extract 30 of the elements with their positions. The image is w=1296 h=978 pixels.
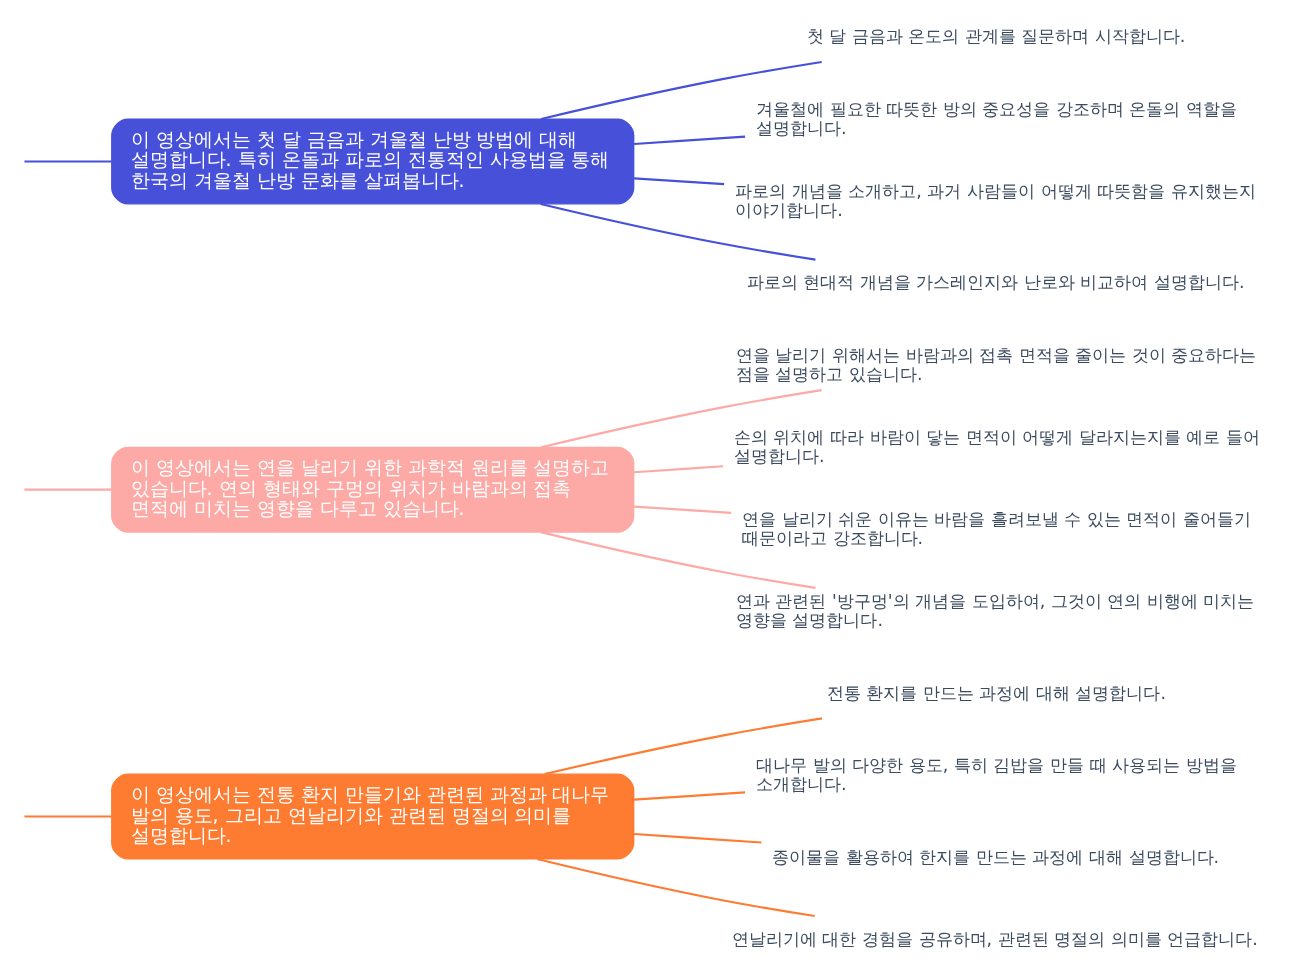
connector	[633, 832, 762, 844]
connector	[24, 488, 112, 491]
node-text: 대나무 발의 다양한 용도, 특히 김밥을 만들 때 사용되는 방법을 소개합니다.	[756, 755, 1237, 795]
node-text: 겨울철에 필요한 따뜻한 방의 중요성을 강조하며 온돌의 역할을 설명합니다.	[756, 98, 1237, 138]
connector	[536, 857, 815, 918]
node-text: 연과 관련된 '방구멍'의 개념을 도입하여, 그것이 연의 비행에 미치는 영향을 설명합니다.	[735, 591, 1255, 631]
node-text: 연날리기에 대한 경험을 공유하며, 관련된 명절의 의미를 언급합니다.	[731, 928, 1258, 949]
connector	[540, 531, 816, 589]
node-text: 연을 날리기 쉬운 이유는 바람을 흘려보낼 수 있는 면적이 줄어들기 때문이라고 강조합니다.	[741, 509, 1251, 549]
node-box: 이 영상에서는 전통 환지 만들기와 관련된 과정과 대나무 발의 용도, 그리고 연날리기와 관련된 명절의 의미를 설명합니다.	[111, 773, 635, 860]
connector	[633, 505, 732, 514]
connector	[633, 465, 724, 474]
connector	[540, 60, 822, 121]
node-text: 파로의 현대적 개념을 가스레인지와 난로와 비교하여 설명합니다.	[746, 272, 1245, 293]
node-text: 전통 환지를 만드는 과정에 대해 설명합니다.	[826, 682, 1167, 703]
connector	[24, 815, 112, 818]
node-text: 손의 위치에 따라 바람이 닿는 면적이 어떻게 달라지는지를 예로 들어 설명합니다.	[733, 427, 1260, 466]
node-text: 파로의 개념을 소개하고, 과거 사람들이 어떻게 따뜻함을 유지했는지 이야기합니다.	[735, 180, 1256, 220]
node-text: 종이물을 활용하여 한지를 만드는 과정에 대해 설명합니다.	[772, 846, 1220, 867]
connector	[24, 160, 112, 163]
node-box: 이 영상에서는 첫 달 금음과 겨울철 난방 방법에 대해 설명합니다. 특히 온돌과 파로의 전통적인 사용법을 통해 한국의 겨울철 난방 문화를 살펴봅니다.	[111, 118, 635, 205]
connector	[540, 389, 822, 449]
node-text: 연을 날리기 위해서는 바람과의 접촉 면적을 줄이는 것이 중요하다는 점을 설명하고 있습니다.	[735, 345, 1257, 384]
connector	[633, 791, 746, 801]
connector	[633, 177, 725, 186]
node-text: 첫 달 금음과 온도의 관계를 질문하며 시작합니다.	[806, 26, 1186, 47]
connector	[540, 202, 816, 261]
connector	[544, 717, 823, 776]
connector	[633, 135, 746, 146]
node-box: 이 영상에서는 연을 날리기 위한 과학적 원리를 설명하고 있습니다. 연의 형태와 구멍의 위치가 바람과의 접촉 면적에 미치는 영향을 다루고 있습니다.	[111, 446, 635, 533]
